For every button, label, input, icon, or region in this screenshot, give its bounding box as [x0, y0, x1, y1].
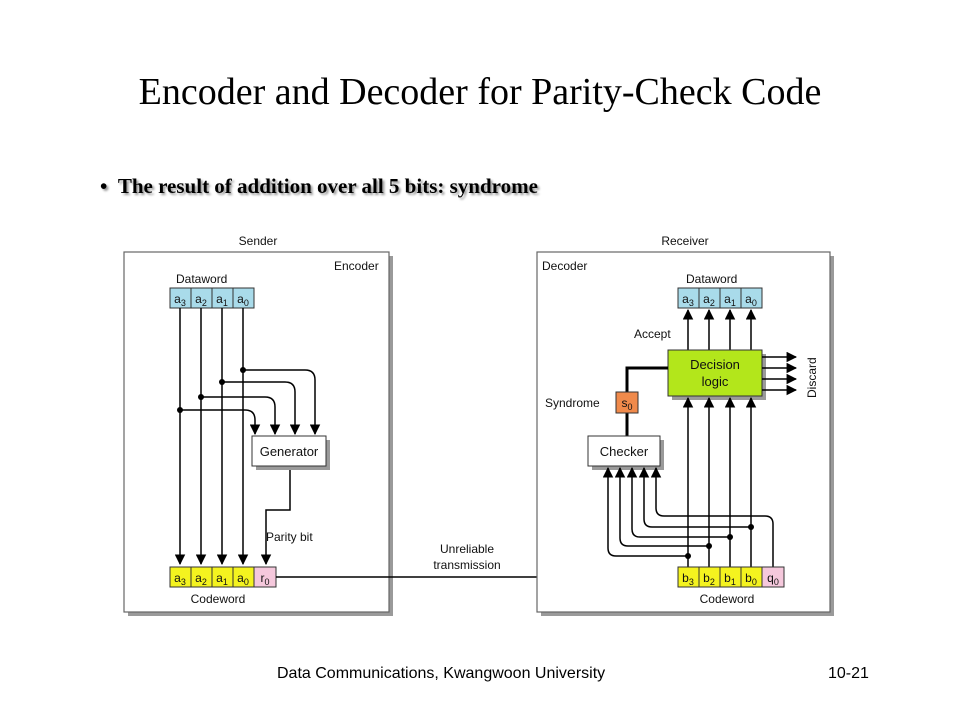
parity-bit-label: Parity bit: [266, 530, 313, 544]
receiver-dataword-bit-a3: a3: [682, 292, 694, 308]
sender-data-lines: [174, 308, 321, 566]
receiver-codeword-bit-b2: b2: [703, 571, 715, 587]
receiver-codeword-bit-b1: b1: [724, 571, 736, 587]
sender-box: [123, 251, 390, 613]
generator-box: [251, 435, 327, 467]
discard-arrows: [762, 351, 798, 396]
footer-affiliation: Data Communications, Kwangwoon Universit…: [277, 665, 606, 682]
receiver-dataword-bit-a2: a2: [703, 292, 715, 308]
receiver-dataword-bit-a0: a0: [745, 292, 757, 308]
bullet-point: • The result of addition over all 5 bits…: [100, 174, 538, 198]
bullet-emphasis: syndrome: [449, 174, 538, 198]
syndrome-to-logic-line: [625, 366, 668, 392]
decision-logic-label-line1: Decision: [690, 357, 740, 372]
syndrome-cell: [615, 391, 639, 414]
sender-dataword-bit-a3: a3: [174, 292, 186, 308]
sender-codeword-bit-a0: a0: [237, 571, 249, 587]
receiver-header: Receiver: [661, 234, 708, 248]
accept-arrows: [682, 308, 757, 350]
sender-codeword-bit-a1: a1: [216, 571, 228, 587]
sender-codeword-bit-a2: a2: [195, 571, 207, 587]
decision-logic-label-line2: logic: [702, 374, 729, 389]
sender-dataword-bit-a2: a2: [195, 292, 207, 308]
sender-codeword-bit-r0: r0: [260, 571, 269, 587]
receiver-dataword-bit-a1: a1: [724, 292, 736, 308]
decision-logic-box: [667, 349, 763, 397]
sender-dataword-bit-a1: a1: [216, 292, 228, 308]
checker-box: [587, 435, 661, 467]
channel-label-line1: Unreliable: [440, 542, 494, 556]
sender-codeword-cells: a3 a2 a1 a0 r0: [169, 566, 277, 588]
sender-dataword-label: Dataword: [176, 272, 227, 286]
sender-dataword-cells: a3 a2 a1 a0: [169, 287, 255, 309]
sender-header: Sender: [239, 234, 278, 248]
receiver-dataword-label: Dataword: [686, 272, 737, 286]
accept-label: Accept: [634, 327, 671, 341]
sender-codeword-bit-a3: a3: [174, 571, 186, 587]
decoder-label: Decoder: [542, 259, 587, 273]
slide-title: Encoder and Decoder for Parity-Check Cod…: [138, 71, 822, 113]
encoder-label: Encoder: [334, 259, 379, 273]
receiver-junction-dots: [685, 524, 754, 559]
sender-junction-dots: [177, 367, 246, 413]
checker-label: Checker: [600, 444, 649, 459]
bullet-text: The result of addition over all 5 bits:: [117, 174, 450, 198]
syndrome-label: Syndrome: [545, 396, 600, 410]
receiver-codeword-cells: b3 b2 b1 b0 q0: [677, 566, 785, 588]
received-bit-lines: [602, 396, 774, 567]
sender-codeword-label: Codeword: [191, 592, 246, 606]
receiver-codeword-label: Codeword: [700, 592, 755, 606]
generator-label: Generator: [260, 444, 319, 459]
sender-dataword-bit-a0: a0: [237, 292, 249, 308]
syndrome-bit: s0: [621, 396, 632, 412]
receiver-codeword-bit-q0: q0: [767, 571, 779, 587]
receiver-codeword-bit-b0: b0: [745, 571, 757, 587]
receiver-dataword-cells: a3 a2 a1 a0: [677, 287, 763, 309]
channel-label-line2: transmission: [433, 558, 500, 572]
discard-label: Discard: [805, 357, 819, 398]
footer-page-number: 10-21: [828, 665, 869, 682]
receiver-codeword-bit-b3: b3: [682, 571, 694, 587]
